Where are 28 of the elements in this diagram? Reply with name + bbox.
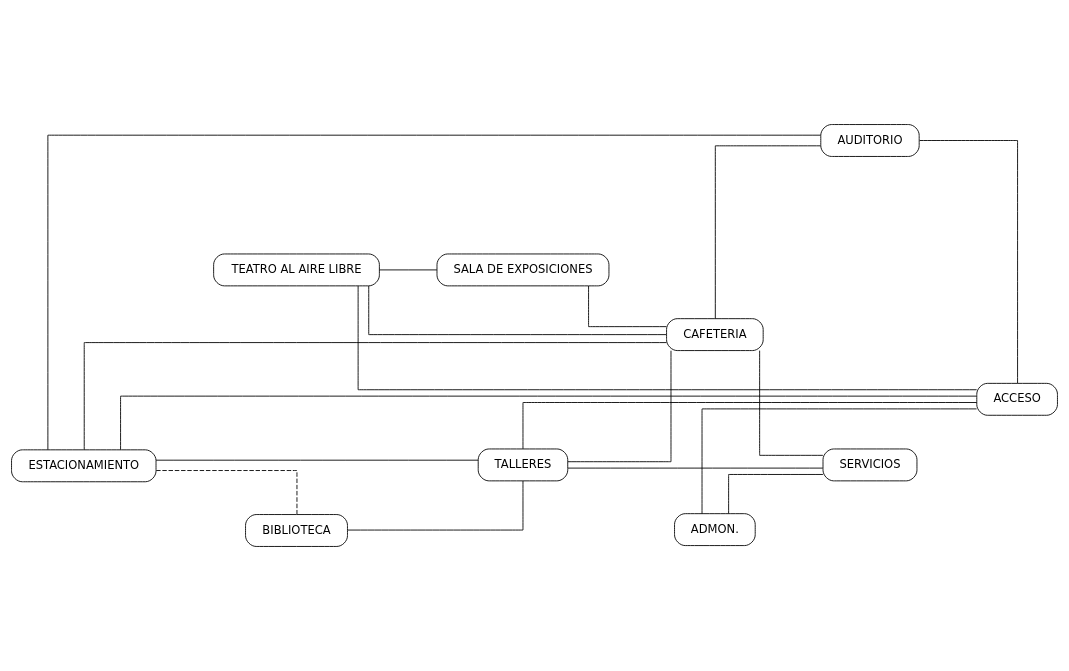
connector: [728, 474, 824, 514]
connector: [919, 140, 1018, 384]
node-box: TEATRO AL AIRE LIBRE: [213, 253, 380, 287]
connector: [379, 269, 438, 271]
node-box: ADMON.: [674, 513, 756, 546]
node-box: CAFETERIA: [666, 318, 764, 351]
node-box: AUDITORIO: [820, 124, 920, 157]
connector: [522, 402, 978, 450]
node-box: SALA DE EXPOSICIONES: [436, 253, 610, 287]
connector: [357, 285, 978, 391]
node-box: SERVICIOS: [822, 448, 918, 482]
connector: [155, 459, 479, 461]
node-box: ACCESO: [976, 382, 1058, 416]
connector: [83, 342, 667, 451]
connector: [701, 408, 977, 515]
connector: [567, 350, 672, 463]
connector: [759, 350, 824, 456]
connector: [120, 395, 977, 451]
node-box: BIBLIOTECA: [245, 514, 348, 547]
connector: [155, 470, 298, 515]
connector: [347, 480, 524, 531]
connector: [567, 467, 824, 469]
connector: [588, 285, 667, 328]
connector: [47, 134, 822, 451]
connector: [714, 145, 822, 319]
node-box: TALLERES: [477, 448, 569, 482]
connector: [368, 285, 667, 336]
node-box: ESTACIONAMIENTO: [11, 449, 157, 483]
